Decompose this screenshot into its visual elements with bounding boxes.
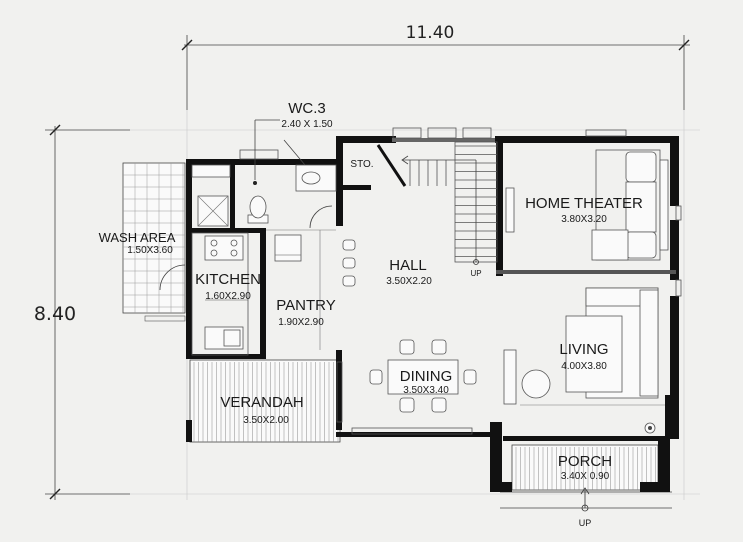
dining-set	[369, 339, 477, 413]
wash-area-floor	[122, 162, 186, 322]
room-name-wash-area: WASH AREA	[99, 230, 176, 245]
porch-entry-arrow	[580, 487, 590, 512]
room-name-porch: PORCH	[558, 453, 612, 470]
room-size-porch: 3.40X 0.90	[561, 471, 610, 482]
room-size-pantry: 1.90X2.90	[278, 317, 324, 328]
porch-up-label: UP	[579, 518, 592, 528]
room-size-wc3: 2.40 X 1.50	[281, 119, 333, 130]
overall-width-dimension: 11.40	[406, 23, 455, 43]
room-name-hall: HALL	[389, 257, 427, 274]
room-size-living: 4.00X3.80	[561, 361, 607, 372]
staircase	[401, 141, 498, 265]
room-name-home-theater: HOME THEATER	[525, 195, 643, 212]
room-name-dining: DINING	[400, 368, 453, 385]
wc3-leader	[254, 119, 280, 180]
room-size-hall: 3.50X2.20	[386, 276, 432, 287]
room-name-sto: STO.	[350, 159, 373, 170]
room-size-verandah: 3.50X2.00	[243, 415, 289, 426]
dimension-lines	[45, 35, 690, 500]
pantry-fixtures	[266, 229, 356, 350]
wc-fixtures	[191, 139, 337, 229]
walls	[186, 136, 679, 492]
home-theater-furniture	[505, 149, 669, 261]
kitchen-fixtures	[191, 232, 249, 356]
room-size-dining: 3.50X3.40	[403, 385, 449, 396]
room-name-living: LIVING	[559, 341, 608, 358]
room-labels: WC.3 2.40 X 1.50 STO. WASH AREA 1.50X3.6…	[99, 100, 643, 482]
stair-up-label: UP	[470, 269, 481, 278]
room-size-kitchen: 1.60X2.90	[205, 291, 251, 302]
overall-depth-dimension: 8.40	[34, 303, 76, 325]
room-size-home-theater: 3.80X3.20	[561, 214, 607, 225]
windows	[239, 127, 682, 435]
room-name-pantry: PANTRY	[276, 297, 335, 314]
porch-deck	[500, 444, 672, 509]
room-name-kitchen: KITCHEN	[195, 271, 261, 288]
room-name-verandah: VERANDAH	[220, 394, 303, 411]
room-size-wash-area: 1.50X3.60	[127, 245, 173, 256]
room-name-wc3: WC.3	[288, 100, 326, 117]
living-furniture	[503, 287, 665, 434]
